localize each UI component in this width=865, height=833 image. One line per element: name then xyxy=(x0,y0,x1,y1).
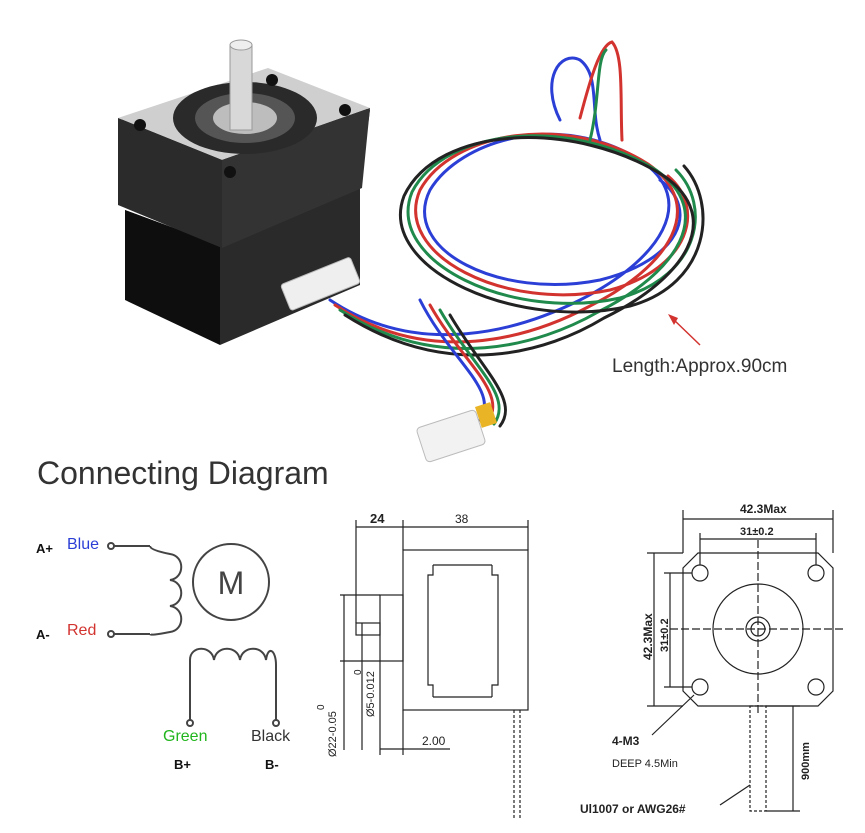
side-boss-outline xyxy=(379,594,404,662)
front-flange xyxy=(712,583,804,675)
cable-bundle xyxy=(328,40,705,428)
front-outline xyxy=(682,552,834,707)
mount-hole xyxy=(807,678,825,696)
motor-letter: M xyxy=(218,565,245,601)
side-shaft-outline xyxy=(355,622,381,636)
coil-b xyxy=(186,647,280,727)
thread-depth-label: DEEP 4.5Min xyxy=(612,758,678,770)
front-view-drawing: 42.3Max 31±0.2 42.3Max 31±0.2 4-M3 DEEP … xyxy=(580,502,846,816)
side-body-outline xyxy=(402,549,529,711)
section-title: Connecting Diagram xyxy=(37,455,329,491)
length-arrow xyxy=(668,314,701,346)
dim-top-right: 38 xyxy=(455,512,469,526)
thread-label: 4-M3 xyxy=(612,734,640,748)
wire-label-red: Red xyxy=(67,622,97,639)
motor-shaft xyxy=(229,39,253,131)
wire-label-blue: Blue xyxy=(67,536,100,553)
terminal-b-plus: B+ xyxy=(174,757,191,772)
cable-spec-label: Ul1007 or AWG26# xyxy=(580,802,686,816)
motor-connector xyxy=(280,257,361,311)
dim-height-max: 42.3Max xyxy=(641,613,655,660)
mount-hole xyxy=(691,564,709,582)
dim-boss: Ø22-0.05 xyxy=(327,711,339,757)
dim-width-max: 42.3Max xyxy=(740,502,787,516)
coil-a xyxy=(107,542,183,638)
terminal-a-minus: A- xyxy=(36,627,50,642)
mount-hole xyxy=(691,678,709,696)
dim-shaft-upper: 0 xyxy=(353,669,364,675)
front-cable xyxy=(749,705,767,812)
dim-top-left: 24 xyxy=(370,511,385,526)
dim-hole-spacing-side: 31±0.2 xyxy=(659,618,671,652)
length-label: Length:Approx.90cm xyxy=(612,356,788,377)
dim-hole-spacing-top: 31±0.2 xyxy=(740,526,774,538)
terminal-a-plus: A+ xyxy=(36,541,53,556)
motor-symbol: M xyxy=(192,543,270,621)
terminal-b-minus: B- xyxy=(265,757,279,772)
stepper-motor-photo xyxy=(118,39,705,463)
wire-label-black: Black xyxy=(251,728,291,745)
dim-boss-height: 2.00 xyxy=(422,734,446,748)
end-connector xyxy=(416,402,498,463)
wire-label-green: Green xyxy=(163,728,208,745)
cable-length-label: 900mm xyxy=(800,742,812,780)
side-view-drawing: 24 38 2.00 Ø5-0.012 0 Ø22-0.05 0 xyxy=(316,511,529,820)
dim-shaft: Ø5-0.012 xyxy=(365,671,377,717)
dim-boss-upper: 0 xyxy=(316,704,327,710)
wiring-diagram: M xyxy=(107,542,280,727)
mount-hole xyxy=(807,564,825,582)
